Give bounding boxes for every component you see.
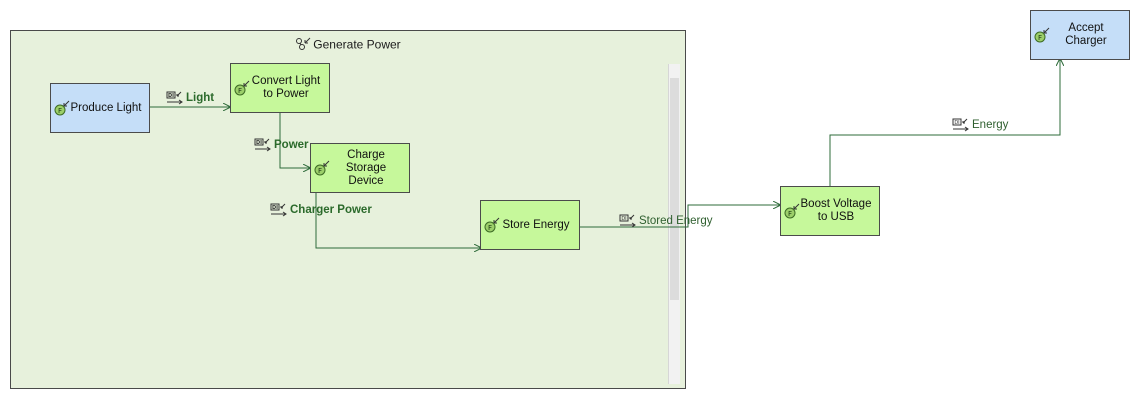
function-icon: F xyxy=(1034,27,1050,43)
svg-text:F: F xyxy=(1038,34,1042,42)
flow-label-text: Power xyxy=(274,139,309,151)
node-label: Boost Voltage to USB xyxy=(800,198,872,223)
boost-voltage-node[interactable]: F Boost Voltage to USB xyxy=(780,186,880,236)
flow-label-text: Light xyxy=(186,92,215,104)
svg-text:DI: DI xyxy=(168,93,174,99)
node-label: Produce Light xyxy=(70,101,142,114)
container-title-text: Generate Power xyxy=(313,37,401,52)
function-icon: F xyxy=(484,217,500,233)
exchange-item-icon: DI xyxy=(952,118,969,132)
node-label: Charge Storage Device xyxy=(345,148,387,187)
flow-label-text: Charger Power xyxy=(290,204,372,216)
node-label: Accept Charger xyxy=(1065,22,1107,47)
svg-text:DI: DI xyxy=(256,140,262,146)
charge-storage-node[interactable]: F Charge Storage Device xyxy=(310,143,410,193)
function-icon: F xyxy=(314,160,330,176)
flow-label-light[interactable]: DI Light xyxy=(166,91,214,105)
function-icon: F xyxy=(784,203,800,219)
svg-text:F: F xyxy=(318,167,322,175)
svg-text:DI: DI xyxy=(621,216,626,222)
flow-label-energy[interactable]: DI Energy xyxy=(952,118,1008,132)
svg-text:F: F xyxy=(488,224,492,232)
function-icon: F xyxy=(54,100,70,116)
exchange-item-icon: DI xyxy=(254,138,271,152)
container-title: Generate Power xyxy=(11,37,685,54)
flow-label-text: Energy xyxy=(972,119,1009,131)
accept-charger-node[interactable]: F Accept Charger xyxy=(1030,10,1130,60)
svg-text:F: F xyxy=(58,107,62,115)
exchange-item-icon: DI xyxy=(166,91,183,105)
flow-label-stored-energy[interactable]: DI Stored Energy xyxy=(619,214,713,228)
function-icon: F xyxy=(234,80,250,96)
node-label: Convert Light to Power xyxy=(251,75,321,100)
flow-label-text: Stored Energy xyxy=(639,215,713,227)
svg-text:DI: DI xyxy=(272,205,278,211)
scrollbar-thumb[interactable] xyxy=(670,78,679,300)
svg-text:F: F xyxy=(788,210,792,218)
exchange-item-icon: DI xyxy=(270,203,287,217)
node-label: Store Energy xyxy=(502,218,570,231)
flow-label-power[interactable]: DI Power xyxy=(254,138,309,152)
convert-light-node[interactable]: F Convert Light to Power xyxy=(230,63,330,113)
store-energy-node[interactable]: F Store Energy xyxy=(480,200,580,250)
svg-text:F: F xyxy=(238,87,242,95)
edge-energy xyxy=(829,59,1060,186)
svg-text:DI: DI xyxy=(954,120,959,126)
function-chain-icon xyxy=(295,37,311,54)
exchange-item-icon: DI xyxy=(619,214,636,228)
produce-light-node[interactable]: F Produce Light xyxy=(50,83,150,133)
flow-label-charger-power[interactable]: DI Charger Power xyxy=(270,203,372,217)
